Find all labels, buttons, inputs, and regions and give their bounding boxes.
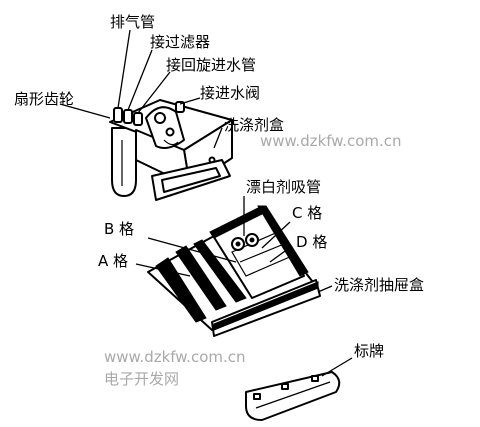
label-nameplate: 标牌: [354, 342, 384, 360]
label-compartment-d: D 格: [296, 233, 327, 251]
label-fan-gear: 扇形齿轮: [14, 90, 74, 108]
watermark-site-name: 电子开发网: [104, 370, 179, 388]
label-to-filter: 接过滤器: [150, 33, 210, 51]
label-to-return-pipe: 接回旋进水管: [166, 56, 256, 74]
watermark-url-bottom: www.dzkfw.com.cn: [104, 348, 246, 366]
label-bleach-pipe: 漂白剂吸管: [246, 178, 321, 196]
label-exhaust-pipe: 排气管: [110, 13, 155, 31]
label-drawer-box: 洗涤剂抽屉盒: [334, 276, 424, 294]
watermark-url-top: www.dzkfw.com.cn: [260, 132, 402, 150]
label-to-inlet-valve: 接进水阀: [200, 84, 260, 102]
detergent-box-housing: [109, 99, 233, 201]
detergent-drawer: [147, 205, 321, 337]
label-compartment-a: A 格: [98, 252, 128, 270]
label-compartment-b: B 格: [104, 220, 134, 238]
label-compartment-c: C 格: [292, 204, 322, 222]
nameplate-shape: [245, 371, 341, 421]
label-detergent-box: 洗涤剂盒: [224, 116, 284, 134]
leader-lines: [59, 29, 353, 377]
